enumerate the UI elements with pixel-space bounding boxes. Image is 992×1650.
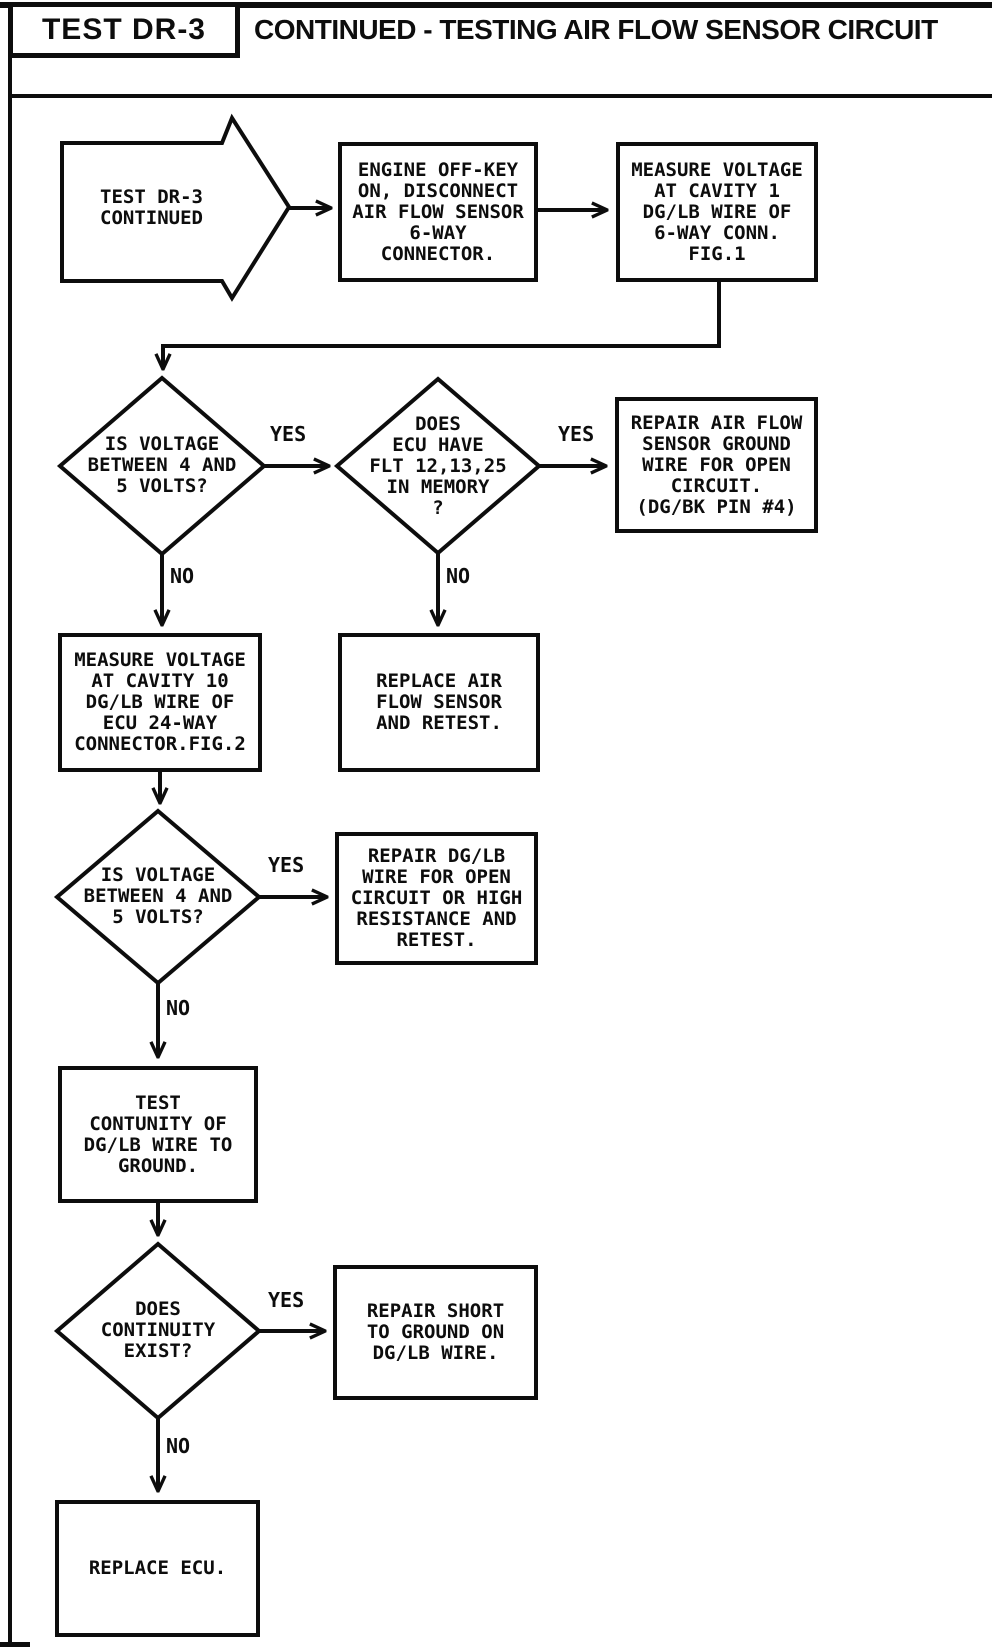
node-line: DG/LB WIRE TO [83, 1133, 233, 1156]
flowchart-node-repair-short: REPAIR SHORT TO GROUND ON DG/LB WIRE. [333, 1265, 538, 1400]
decision-fault-memory-shape [333, 376, 543, 556]
node-line: FLOW SENSOR [376, 691, 502, 713]
header-separator [8, 94, 992, 98]
branch-label-no-1: NO [168, 564, 197, 588]
flowchart-node-measure-cavity10: MEASURE VOLTAGE AT CAVITY 10 DG/LB WIRE … [58, 633, 262, 772]
node-line: CIRCUIT OR HIGH [350, 887, 523, 909]
node-line: FIG.1 [688, 242, 746, 265]
node-line: DG/LB WIRE OF [642, 200, 792, 223]
node-line: MEASURE VOLTAGE [74, 649, 246, 671]
flowchart-node-disconnect-sensor: ENGINE OFF-KEY ON, DISCONNECT AIR FLOW S… [338, 142, 538, 282]
decision-continuity-shape [53, 1241, 263, 1421]
test-id-box: TEST DR-3 [8, 2, 240, 58]
page-top-border [0, 2, 992, 8]
node-line: 6-WAY [409, 221, 467, 244]
node-line: GROUND. [117, 1154, 199, 1177]
node-line: ECU 24-WAY [102, 712, 218, 734]
page-title: CONTINUED - TESTING AIR FLOW SENSOR CIRC… [254, 14, 938, 45]
decision-voltage-1-shape [56, 375, 268, 557]
branch-label-no-4: NO [164, 1434, 193, 1458]
node-line: AND RETEST. [376, 712, 502, 734]
decision-voltage-2-shape [53, 808, 263, 986]
node-line: REPAIR DG/LB [367, 845, 506, 867]
node-line: WIRE FOR OPEN [642, 453, 791, 476]
node-line: REPAIR AIR FLOW [630, 411, 803, 434]
node-line: AIR FLOW SENSOR [352, 200, 524, 223]
node-line: WIRE FOR OPEN [362, 866, 511, 888]
flowchart-node-repair-open-wire: REPAIR DG/LB WIRE FOR OPEN CIRCUIT OR HI… [335, 832, 538, 965]
branch-label-yes-1: YES [268, 422, 309, 446]
node-line: REPLACE AIR [376, 670, 502, 692]
node-line: AT CAVITY 1 [654, 179, 780, 202]
node-line: CONTUNITY OF [89, 1112, 227, 1135]
node-line: (DG/BK PIN #4) [636, 495, 797, 518]
branch-label-yes-3: YES [266, 853, 307, 877]
test-id-label: TEST DR-3 [41, 13, 206, 46]
node-line: REPLACE ECU. [88, 1557, 227, 1579]
node-line: CONNECTOR.FIG.2 [74, 733, 246, 755]
node-line: ON, DISCONNECT [357, 179, 519, 202]
node-line: CIRCUIT. [670, 474, 763, 497]
node-line: RESISTANCE AND [356, 908, 517, 930]
node-line: SENSOR GROUND [642, 432, 791, 455]
branch-label-no-3: NO [164, 996, 193, 1020]
flowchart-node-replace-sensor: REPLACE AIR FLOW SENSOR AND RETEST. [338, 633, 540, 772]
node-line: MEASURE VOLTAGE [631, 158, 803, 181]
node-line: AT CAVITY 10 [91, 670, 229, 692]
flowchart-node-replace-ecu: REPLACE ECU. [55, 1500, 260, 1637]
arrow-measure1-to-decision1 [163, 282, 721, 368]
start-flag-shape [60, 113, 292, 302]
node-line: RETEST. [396, 929, 477, 951]
flowchart-node-test-continuity: TEST CONTUNITY OF DG/LB WIRE TO GROUND. [58, 1066, 258, 1203]
branch-label-yes-4: YES [266, 1288, 307, 1312]
flowchart-node-measure-cavity1: MEASURE VOLTAGE AT CAVITY 1 DG/LB WIRE O… [616, 142, 818, 282]
node-line: TO GROUND ON [366, 1321, 505, 1343]
flowchart-node-repair-ground-wire: REPAIR AIR FLOW SENSOR GROUND WIRE FOR O… [615, 397, 818, 533]
branch-label-yes-2: YES [556, 422, 597, 446]
branch-label-no-2: NO [444, 564, 473, 588]
node-line: REPAIR SHORT [366, 1300, 505, 1322]
node-line: CONNECTOR. [380, 242, 496, 265]
node-line: 6-WAY CONN. [654, 221, 780, 244]
node-line: DG/LB WIRE OF [85, 691, 235, 713]
node-line: TEST [135, 1091, 181, 1114]
node-line: DG/LB WIRE. [372, 1342, 499, 1364]
node-line: ENGINE OFF-KEY [357, 158, 519, 181]
page-bottom-border-stub [0, 1642, 30, 1647]
page-left-border [8, 2, 12, 1646]
